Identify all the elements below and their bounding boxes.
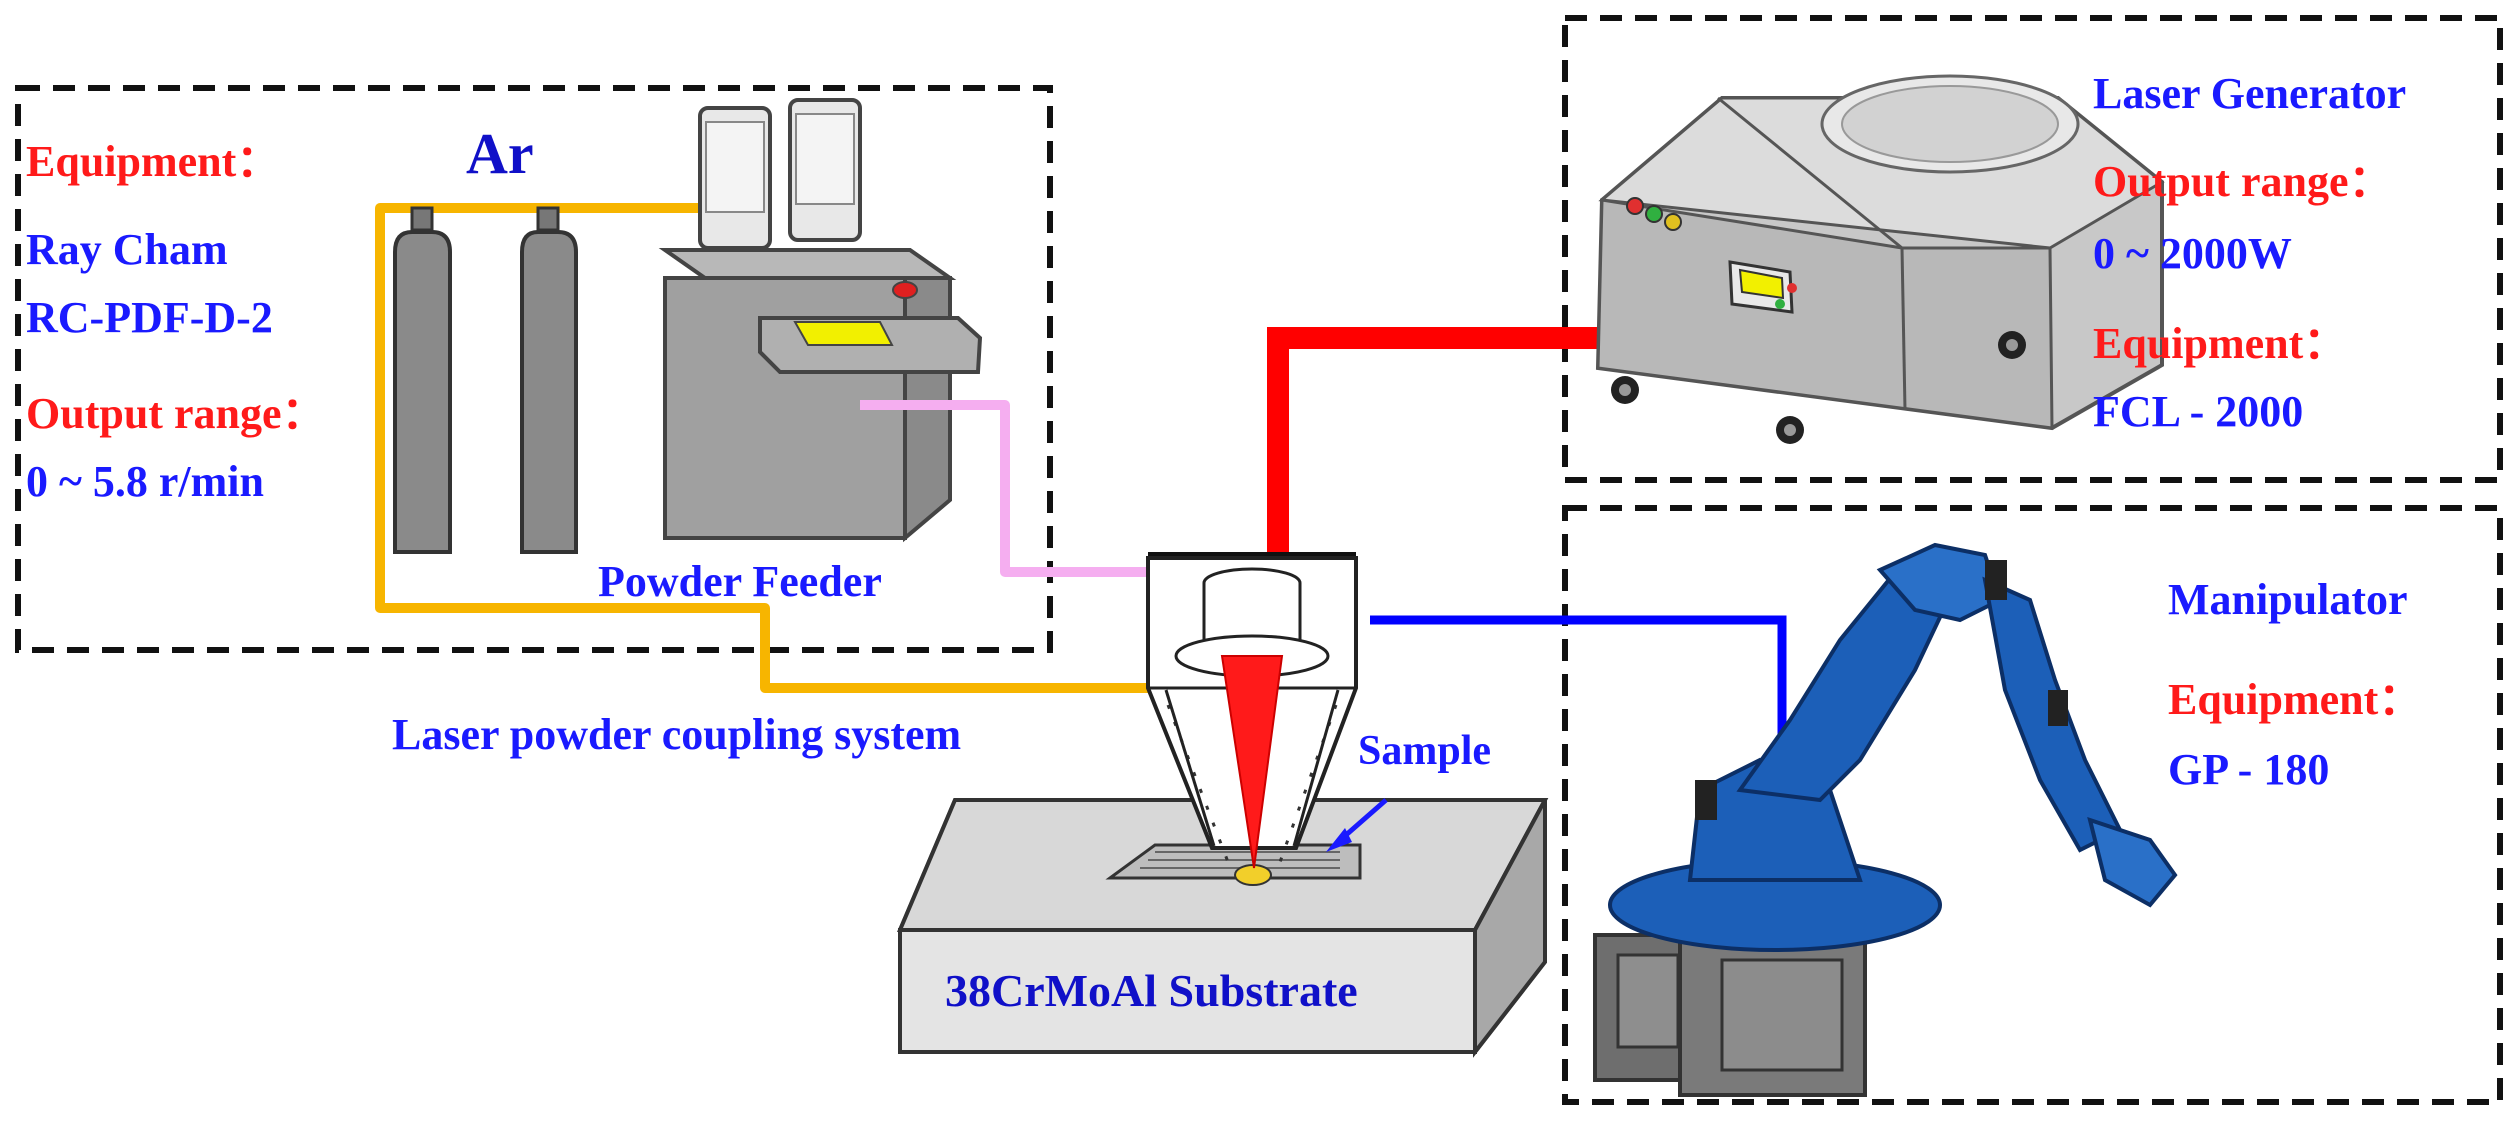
argon-cylinder-icon bbox=[520, 206, 578, 554]
sample-label: Sample bbox=[1358, 728, 1492, 774]
substrate-block-icon bbox=[896, 798, 1549, 1058]
powder-feeder-label: Powder Feeder bbox=[598, 557, 882, 606]
laser-output-value: 0 ~ 2000W bbox=[2093, 229, 2292, 278]
argon-gas-line bbox=[375, 203, 1148, 693]
laser-generator-panel bbox=[1562, 15, 2503, 483]
powder-feeder-icon bbox=[658, 98, 983, 543]
laser-output-label: Output range： bbox=[2093, 157, 2393, 206]
laser-fiber-line bbox=[1267, 327, 1700, 560]
manipulator-title: Manipulator bbox=[2168, 575, 2408, 624]
powder-system-panel bbox=[15, 85, 1053, 653]
coupling-system-label: Laser powder coupling system bbox=[392, 710, 962, 759]
laser-generator-title: Laser Generator bbox=[2093, 69, 2407, 118]
industrial-robot-icon bbox=[1593, 542, 2178, 1097]
laser-generator-icon bbox=[1595, 74, 2165, 444]
powder-output-value: 0 ~ 5.8 r/min bbox=[26, 457, 264, 506]
laser-equipment-value: FCL - 2000 bbox=[2093, 387, 2304, 436]
coupling-nozzle-icon bbox=[1146, 552, 1358, 869]
powder-equipment-label: Equipment： bbox=[26, 137, 281, 186]
substrate-label: 38CrMoAl Substrate bbox=[945, 965, 1358, 1016]
manipulator-panel bbox=[1562, 505, 2503, 1105]
sample-pointer-arrow bbox=[1326, 798, 1388, 852]
argon-label: Ar bbox=[466, 121, 534, 186]
powder-output-label: Output range： bbox=[26, 389, 326, 438]
powder-equipment-name-line1: Ray Cham bbox=[26, 225, 228, 274]
sample-track-icon bbox=[1105, 843, 1362, 886]
argon-cylinder-icon bbox=[393, 206, 452, 554]
powder-equipment-name-line2: RC-PDF-D-2 bbox=[26, 293, 273, 342]
laser-equipment-label: Equipment： bbox=[2093, 319, 2348, 368]
powder-feed-line bbox=[860, 400, 1148, 577]
robot-equipment-label: Equipment： bbox=[2168, 675, 2423, 724]
robot-equipment-value: GP - 180 bbox=[2168, 745, 2330, 794]
